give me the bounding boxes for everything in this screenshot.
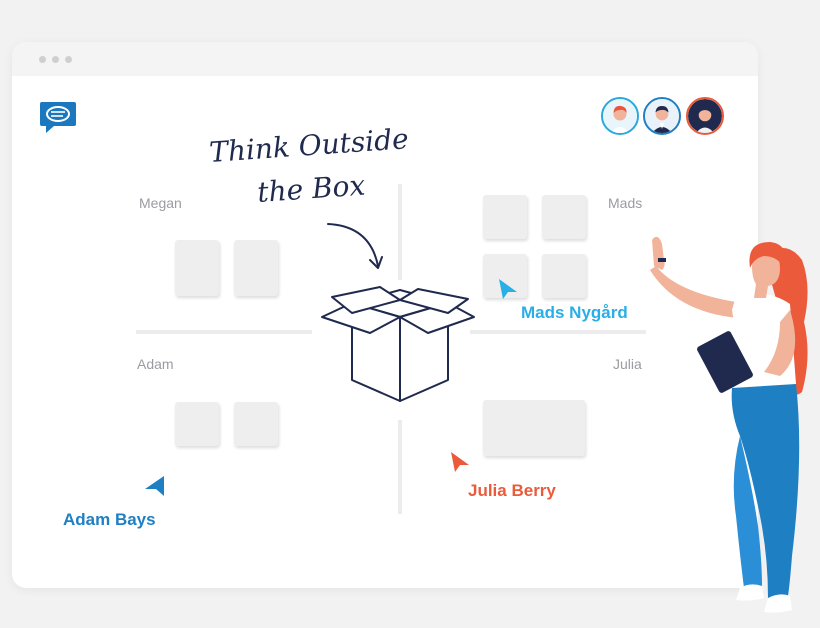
cursor-arrow bbox=[451, 452, 469, 472]
sticky-note[interactable] bbox=[542, 195, 586, 239]
quadrant-label-megan: Megan bbox=[139, 195, 182, 211]
cursor-label-adam: Adam Bays bbox=[63, 510, 156, 529]
sticky-note[interactable] bbox=[542, 254, 586, 298]
window-titlebar bbox=[12, 42, 758, 76]
headline-line-1: Think Outside bbox=[208, 128, 409, 169]
sticky-note[interactable] bbox=[483, 400, 585, 456]
sticky-note[interactable] bbox=[483, 195, 527, 239]
vertical-divider bbox=[398, 420, 402, 514]
box-icon[interactable] bbox=[318, 285, 478, 410]
headline-line-2: the Box bbox=[256, 169, 366, 209]
quadrant-label-mads: Mads bbox=[608, 195, 643, 211]
sticky-note[interactable] bbox=[175, 240, 219, 296]
whiteboard-window bbox=[12, 42, 758, 588]
horizontal-divider bbox=[470, 330, 646, 334]
cursor-label-mads: Mads Nygård bbox=[521, 303, 628, 322]
cursor-icon bbox=[145, 476, 164, 496]
sticky-note[interactable] bbox=[234, 240, 278, 296]
cursor-icon bbox=[451, 452, 469, 472]
arrow-icon bbox=[327, 223, 383, 269]
sticky-note[interactable] bbox=[234, 402, 278, 446]
person-illustration bbox=[650, 236, 808, 613]
cursor-arrow bbox=[145, 476, 164, 496]
cursor-icon bbox=[499, 279, 517, 299]
cursor-label-julia: Julia Berry bbox=[468, 481, 556, 500]
cursor-arrow bbox=[499, 279, 517, 299]
avatar-icon[interactable] bbox=[686, 97, 724, 135]
window-dot[interactable] bbox=[52, 56, 59, 63]
avatar-icon[interactable] bbox=[601, 97, 639, 135]
window-dot[interactable] bbox=[39, 56, 46, 63]
horizontal-divider bbox=[136, 330, 312, 334]
quadrant-label-adam: Adam bbox=[137, 356, 174, 372]
headline: Think Outside the Box bbox=[208, 128, 409, 209]
sticky-note[interactable] bbox=[175, 402, 219, 446]
quadrant-label-julia: Julia bbox=[613, 356, 642, 372]
window-dot[interactable] bbox=[65, 56, 72, 63]
avatar-icon[interactable] bbox=[643, 97, 681, 135]
vertical-divider bbox=[398, 184, 402, 280]
chat-logo-icon[interactable] bbox=[38, 100, 78, 134]
